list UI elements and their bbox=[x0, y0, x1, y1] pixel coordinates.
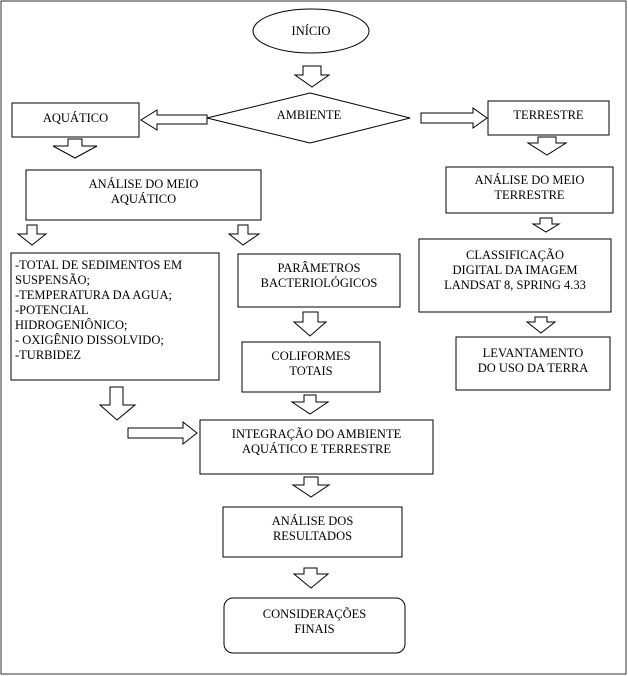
inicio-ellipse bbox=[252, 8, 370, 54]
resultados-box bbox=[222, 506, 403, 558]
terrestre-node: TERRESTRE bbox=[488, 101, 609, 129]
parametros-label: PARÂMETROS BACTERIOLÓGICOS bbox=[260, 261, 378, 290]
variaveis-label: -TOTAL DE SEDIMENTOS EM SUSPENSÃO; -TEMP… bbox=[15, 258, 183, 362]
parametros-node: PARÂMETROS BACTERIOLÓGICOS bbox=[238, 254, 400, 298]
arrow-analise-variaveis bbox=[16, 224, 48, 246]
inicio-node: INÍCIO bbox=[253, 9, 369, 53]
coliformes-label: COLIFORMES TOTAIS bbox=[271, 349, 351, 378]
arrow-integracao-resultados bbox=[291, 476, 331, 498]
ambiente-label: AMBIENTE bbox=[276, 107, 342, 122]
analise-terrestre-box bbox=[445, 166, 614, 214]
classificacao-box bbox=[418, 238, 612, 313]
arrow-aquatico-analise bbox=[52, 138, 98, 159]
consideracoes-node: CONSIDERAÇÕES FINAIS bbox=[224, 598, 405, 646]
levantamento-node: LEVANTAMENTO DO USO DA TERRA bbox=[456, 337, 610, 385]
levantamento-label: LEVANTAMENTO DO USO DA TERRA bbox=[477, 346, 589, 375]
ambiente-node: AMBIENTE bbox=[240, 100, 378, 130]
resultados-label: ANÁLISE DOS RESULTADOS bbox=[271, 514, 354, 543]
analise-terrestre-node: ANÁLISE DO MEIO TERRESTRE bbox=[446, 167, 613, 209]
aquatico-label: AQUÁTICO bbox=[42, 110, 109, 125]
consideracoes-label: CONSIDERAÇÕES FINAIS bbox=[262, 607, 367, 636]
variaveis-node: -TOTAL DE SEDIMENTOS EM SUSPENSÃO; -TEMP… bbox=[15, 258, 218, 378]
integracao-box bbox=[199, 419, 434, 475]
analise-aquatico-node: ANÁLISE DO MEIO AQUÁTICO bbox=[26, 170, 261, 214]
arrow-resultados-consideracoes bbox=[292, 567, 330, 589]
aquatico-node: AQUÁTICO bbox=[12, 103, 139, 133]
coliformes-node: COLIFORMES TOTAIS bbox=[242, 342, 380, 386]
analise-terrestre-label: ANÁLISE DO MEIO TERRESTRE bbox=[474, 173, 585, 202]
integracao-node: INTEGRAÇÃO DO AMBIENTE AQUÁTICO E TERRES… bbox=[200, 420, 433, 464]
consideracoes-box bbox=[223, 597, 406, 654]
arrow-ambiente-aquatico bbox=[140, 109, 208, 131]
analise-aquatico-label: ANÁLISE DO MEIO AQUÁTICO bbox=[88, 177, 199, 206]
arrow-terrestre-analise bbox=[526, 136, 568, 156]
terrestre-label: TERRESTRE bbox=[513, 107, 584, 122]
analise-aquatico-box bbox=[25, 169, 262, 221]
variaveis-box bbox=[10, 252, 220, 381]
resultados-node: ANÁLISE DOS RESULTADOS bbox=[223, 507, 402, 551]
classificacao-node: CLASSIFICAÇÃO DIGITAL DA IMAGEM LANDSAT … bbox=[419, 239, 611, 301]
arrow-classificacao-levantamento bbox=[525, 316, 557, 334]
parametros-box bbox=[237, 253, 401, 308]
arrow-inicio-ambiente bbox=[293, 65, 331, 88]
arrow-analise-parametros bbox=[227, 224, 261, 246]
arrow-parametros-coliformes bbox=[292, 311, 328, 337]
coliformes-box bbox=[241, 341, 381, 393]
arrow-to-integracao bbox=[127, 420, 198, 446]
integracao-label: INTEGRAÇÃO DO AMBIENTE AQUÁTICO E TERRES… bbox=[231, 427, 402, 456]
terrestre-box bbox=[487, 100, 610, 136]
classificacao-label: CLASSIFICAÇÃO DIGITAL DA IMAGEM LANDSAT … bbox=[444, 247, 586, 292]
ambiente-diamond bbox=[206, 92, 411, 144]
aquatico-box bbox=[11, 102, 140, 138]
arrow-ambiente-terrestre bbox=[420, 107, 488, 129]
arrow-variaveis-integracao bbox=[98, 386, 137, 421]
arrow-analise-classificacao bbox=[531, 217, 561, 233]
arrow-coliformes-integracao bbox=[290, 394, 330, 415]
inicio-label: INÍCIO bbox=[291, 23, 331, 38]
levantamento-box bbox=[455, 336, 611, 391]
